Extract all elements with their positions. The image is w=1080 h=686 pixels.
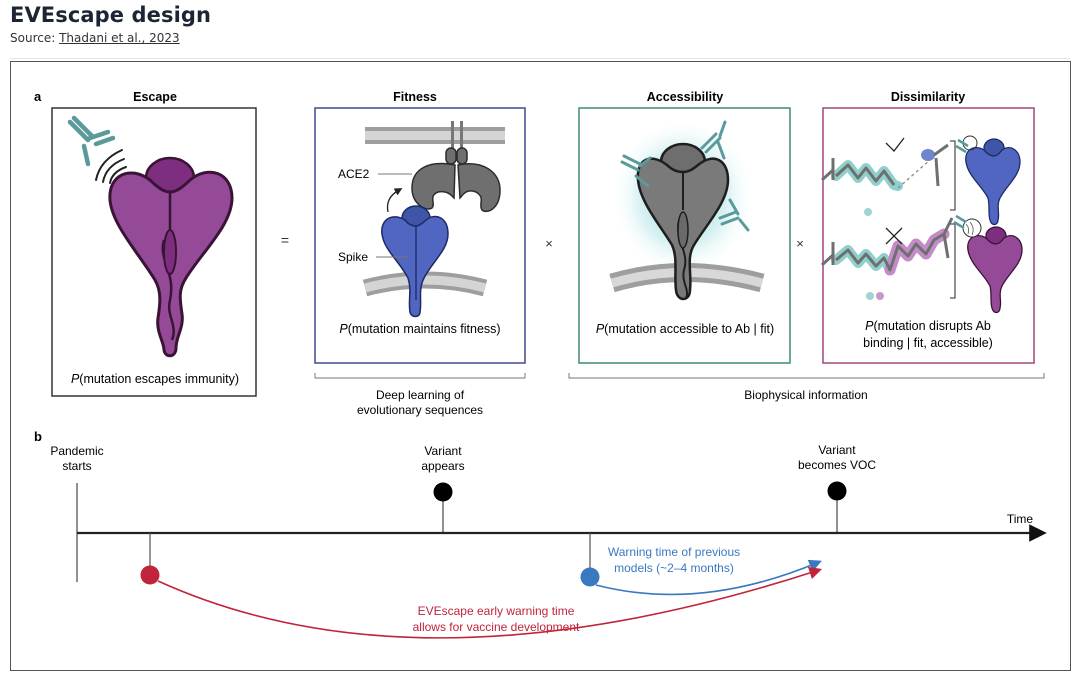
page-title: EVEscape design — [10, 3, 212, 27]
times-operator-2: × — [796, 236, 804, 251]
signal-waves-icon — [95, 149, 127, 184]
deep-learning-line2: evolutionary sequences — [357, 403, 483, 417]
previous-warning-line1: Warning time of previous — [608, 545, 740, 559]
antibody-binding-match-icon — [820, 137, 949, 216]
antibody-icon — [67, 115, 116, 167]
host-membrane — [365, 121, 505, 151]
accessibility-caption: P(mutation accessible to Ab | fit) — [596, 322, 774, 336]
equals-operator: = — [281, 232, 289, 248]
variant-voc-dot — [827, 481, 847, 501]
dissimilarity-caption-line2: binding | fit, accessible) — [863, 336, 993, 350]
purple-spike-protein-icon — [108, 156, 234, 358]
escape-caption: P(mutation escapes immunity) — [71, 372, 239, 386]
blue-small-spike-icon — [955, 135, 1021, 226]
viral-membrane — [362, 271, 488, 297]
ace2-receptor-icon — [411, 147, 501, 213]
time-axis-label: Time — [1007, 512, 1034, 526]
binding-arrow-icon — [386, 188, 403, 213]
biophysical-bracket — [568, 373, 1045, 379]
previous-warning-arrow — [595, 559, 822, 596]
escape-title: Escape — [133, 90, 177, 104]
variant-voc-line2: becomes VOC — [798, 458, 876, 472]
upper-bracket — [950, 140, 956, 211]
pandemic-starts-line2: starts — [62, 459, 91, 473]
evescape-warning-line2: allows for vaccine development — [413, 620, 580, 634]
accessibility-title: Accessibility — [647, 90, 723, 104]
dissimilarity-panel: Dissimilarity — [820, 90, 1035, 364]
accessibility-panel: Accessibility P(mutation accessible to A… — [578, 90, 791, 364]
fitness-panel: Fitness ACE2 Spike — [314, 90, 526, 364]
variant-appears-line1: Variant — [424, 444, 462, 458]
antibody-binding-mismatch-icon — [820, 217, 954, 300]
panel-b-label: b — [34, 429, 42, 444]
source-line: Source: Thadani et al., 2023 — [10, 31, 180, 45]
escape-panel: Escape P(mutation escapes immunity) — [51, 90, 257, 397]
deep-learning-line1: Deep learning of — [376, 388, 465, 402]
purple-small-spike-icon — [953, 214, 1023, 314]
fitness-caption: P(mutation maintains fitness) — [339, 322, 500, 336]
evescape-warning-line1: EVEscape early warning time — [418, 604, 575, 618]
header-divider — [10, 58, 1070, 59]
biophysical-label: Biophysical information — [744, 388, 867, 402]
source-prefix: Source: — [10, 31, 60, 45]
variant-appears-line2: appears — [421, 459, 464, 473]
evescape-warning-dot — [140, 565, 160, 585]
variant-appears-dot — [433, 482, 453, 502]
dissimilarity-caption-line1: P(mutation disrupts Ab — [865, 319, 991, 333]
ace2-label: ACE2 — [338, 167, 370, 181]
deep-learning-bracket — [314, 373, 526, 379]
dissimilarity-title: Dissimilarity — [891, 90, 965, 104]
source-link[interactable]: Thadani et al., 2023 — [59, 31, 180, 45]
blue-spike-protein-icon — [381, 205, 449, 318]
previous-warning-dot — [580, 567, 600, 587]
lower-bracket — [950, 223, 956, 299]
variant-voc-line1: Variant — [818, 443, 856, 457]
times-operator-1: × — [545, 236, 553, 251]
antibodies-icon — [620, 120, 750, 232]
spike-label: Spike — [338, 250, 368, 264]
panel-a-label: a — [34, 89, 42, 104]
gray-spike-protein-icon — [636, 142, 730, 301]
pandemic-starts-line1: Pandemic — [50, 444, 103, 458]
evescape-warning-arrow — [157, 566, 823, 639]
previous-warning-line2: models (~2–4 months) — [614, 561, 734, 575]
fitness-title: Fitness — [393, 90, 437, 104]
